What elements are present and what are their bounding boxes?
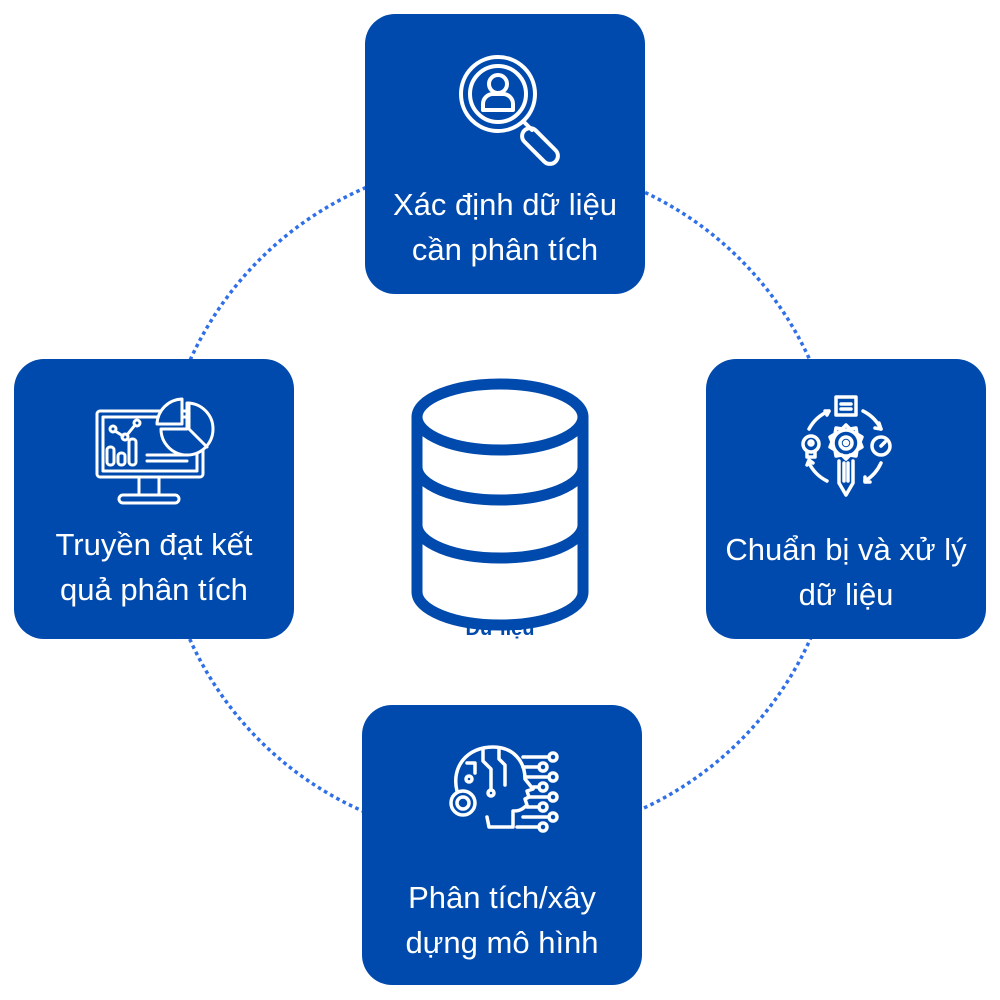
step-box-build-model[interactable]: Phân tích/xây dựng mô hình <box>362 705 642 985</box>
step-box-identify-data[interactable]: Xác định dữ liệu cần phân tích <box>365 14 645 294</box>
step-label-line2: dựng mô hình <box>405 925 599 960</box>
step-label: Phân tích/xây dựng mô hình <box>362 875 642 965</box>
magnifier-person-icon <box>365 36 645 166</box>
analytics-monitor-icon <box>14 381 294 511</box>
database-icon <box>411 378 589 631</box>
step-box-prepare-data[interactable]: Chuẩn bị và xử lý dữ liệu <box>706 359 986 639</box>
process-gear-icon <box>706 381 986 511</box>
step-label-line1: Phân tích/xây <box>408 880 596 915</box>
step-label: Xác định dữ liệu cần phân tích <box>365 182 645 272</box>
step-label: Truyền đạt kết quả phân tích <box>14 522 294 612</box>
step-label: Chuẩn bị và xử lý dữ liệu <box>706 527 986 617</box>
step-label-line1: Chuẩn bị và xử lý <box>725 532 967 567</box>
step-box-communicate-results[interactable]: Truyền đạt kết quả phân tích <box>14 359 294 639</box>
step-label-line2: dữ liệu <box>798 577 894 612</box>
step-label-line2: quả phân tích <box>60 572 248 607</box>
ai-head-icon <box>362 727 642 857</box>
step-label-line2: cần phân tích <box>411 232 599 267</box>
step-label-line1: Truyền đạt kết <box>55 527 253 562</box>
step-label-line1: Xác định dữ liệu <box>392 187 618 222</box>
center-label: Dữ liệu <box>465 618 535 640</box>
